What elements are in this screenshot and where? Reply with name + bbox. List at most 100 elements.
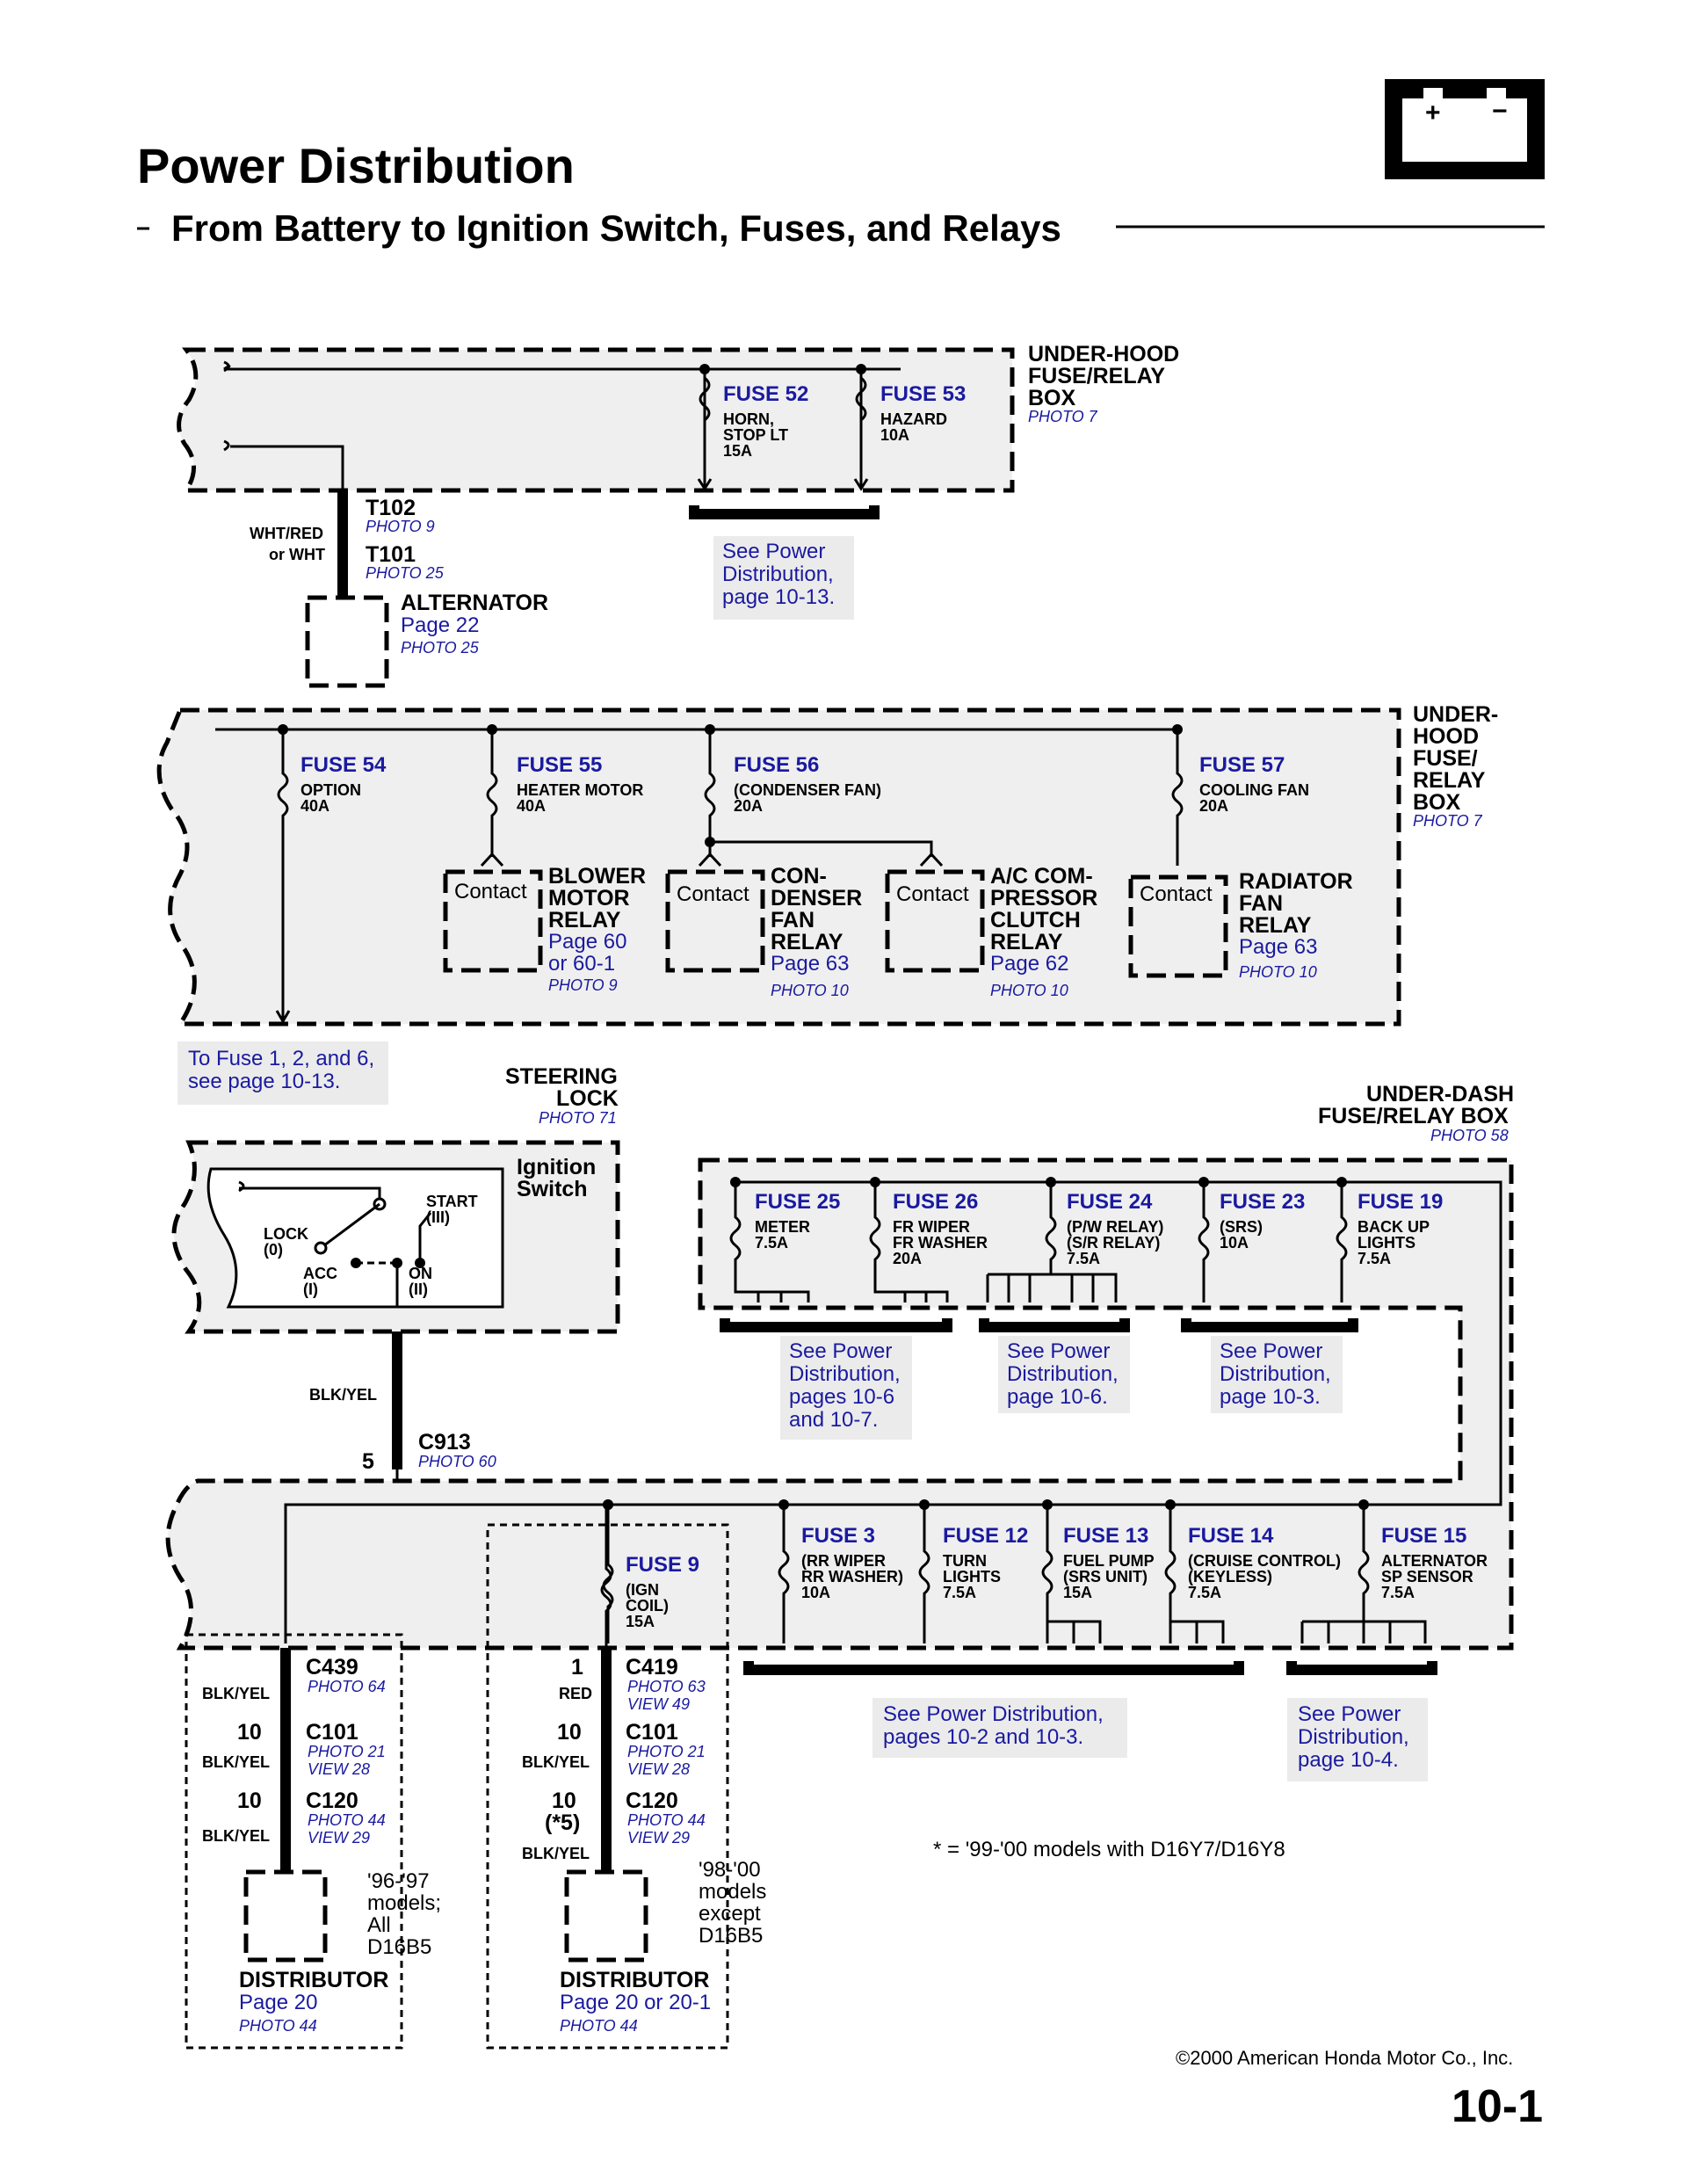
alt-wire-2: or WHT [269,546,325,563]
ac-photo: PHOTO 10 [990,982,1068,999]
blower-page-1: Page 60 [548,930,627,954]
blower-name-1: BLOWER [548,864,647,889]
ud-note2-2: Distribution, [1007,1362,1119,1386]
fuse24-desc-2: (S/R RELAY) [1067,1234,1161,1252]
t101-photo: PHOTO 25 [366,564,444,582]
ac-name-3: CLUTCH [990,908,1081,932]
uh2-note-2: see page 10-13. [188,1070,341,1093]
ud-note5-2: Distribution, [1298,1725,1409,1749]
under-hood-box-1 [177,347,1015,493]
condenser-photo: PHOTO 10 [771,982,849,999]
fuse19-desc-3: 7.5A [1358,1250,1392,1267]
left-c120-label: C120 [306,1789,358,1813]
left-distributor-page: Page 20 [239,1991,318,2014]
right-c101-photo-2: VIEW 28 [627,1760,691,1778]
uh2-name-5: BOX [1413,790,1461,815]
fuse26-desc-2: FR WASHER [893,1234,988,1252]
fuse19-desc-2: LIGHTS [1358,1234,1415,1252]
fuse53-desc-1: HAZARD [880,410,947,428]
radiator-name-1: RADIATOR [1239,869,1353,894]
fuse14-desc-1: (CRUISE CONTROL) [1188,1552,1341,1570]
fuse26-desc-3: 20A [893,1250,923,1267]
blower-relay-contact [443,869,543,973]
right-c101-pin: 10 [557,1720,582,1745]
left-distributor-box [243,1869,328,1963]
fuse19-label: FUSE 19 [1358,1190,1444,1214]
right-models-4: D16B5 [699,1924,764,1948]
c439-label: C439 [306,1655,358,1680]
left-models-2: models; [367,1891,442,1915]
ud-note1-2: Distribution, [789,1362,901,1386]
ac-name-1: A/C COM- [990,864,1093,889]
right-distributor-box [564,1869,648,1963]
ud-photo: PHOTO 58 [1430,1127,1509,1144]
uh1-name-3: BOX [1028,386,1076,410]
uh2-name-2: HOOD [1413,724,1479,749]
t102-photo: PHOTO 9 [366,518,435,535]
condenser-name-3: FAN [771,908,815,932]
ud-name-2: FUSE/RELAY BOX [1318,1104,1509,1128]
ud-note1-3: pages 10-6 [789,1385,895,1409]
uh1-name-2: FUSE/RELAY [1028,364,1166,388]
fuse14-desc-3: 7.5A [1188,1584,1222,1601]
fuse3-desc-2: RR WASHER) [801,1568,903,1585]
pos-acc-2: (I) [303,1281,318,1298]
condenser-name-1: CON- [771,864,827,889]
ud-note3-1: See Power [1220,1339,1323,1363]
fuse54-desc-1: OPTION [300,781,362,799]
fuse56-label: FUSE 56 [734,753,820,777]
ud-note3-3: page 10-3. [1220,1385,1321,1409]
right-c101-photo-1: PHOTO 21 [627,1743,706,1760]
left-wire-1: BLK/YEL [202,1685,271,1702]
left-c101-label: C101 [306,1720,358,1745]
left-c101-photo-1: PHOTO 21 [308,1743,386,1760]
fuse56-desc-1: (CONDENSER FAN) [734,781,882,799]
fuse14-label: FUSE 14 [1188,1524,1274,1548]
fuse9-desc-1: (IGN [626,1581,659,1599]
fuse13-desc-3: 15A [1063,1584,1093,1601]
left-distributor-area [185,1633,403,2050]
radiator-relay-contact [1128,874,1228,978]
c913-label: C913 [418,1430,471,1455]
pos-start-2: (III) [426,1208,450,1226]
fuse57-desc-1: COOLING FAN [1199,781,1309,799]
alternator-photo: PHOTO 25 [401,639,479,657]
c419-label: C419 [626,1655,678,1680]
c913-pin: 5 [362,1449,374,1474]
ud-note1-1: See Power [789,1339,893,1363]
c913-photo: PHOTO 60 [418,1453,496,1470]
uh1-photo: PHOTO 7 [1028,408,1097,425]
blower-photo: PHOTO 9 [548,976,618,994]
blower-name-2: MOTOR [548,886,630,911]
fuse12-desc-3: 7.5A [943,1584,977,1601]
fuse3-desc-3: 10A [801,1584,831,1601]
right-wire-1: BLK/YEL [522,1753,590,1771]
page-title: Power Distribution [137,138,575,193]
fuse57-desc-2: 20A [1199,797,1229,815]
pos-lock-2: (0) [264,1241,283,1259]
left-models-1: '96-'97 [367,1869,430,1893]
uh1-name-1: UNDER-HOOD [1028,342,1180,366]
c913-wire: BLK/YEL [309,1386,378,1404]
blower-name-3: RELAY [548,908,621,932]
fuse53-symbol [855,376,867,422]
ac-relay-contact [885,869,985,973]
fuse57-label: FUSE 57 [1199,753,1285,777]
right-distributor-photo: PHOTO 44 [560,2017,638,2035]
uh2-note-1: To Fuse 1, 2, and 6, [188,1047,375,1070]
fuse23-desc-2: 10A [1220,1234,1249,1252]
right-c120-photo-2: VIEW 29 [627,1829,691,1847]
steering-name-1: STEERING [505,1064,618,1089]
fuse25-label: FUSE 25 [755,1190,841,1214]
ud-note1-4: and 10-7. [789,1408,879,1432]
right-c120-pin-alt: (*5) [545,1810,581,1835]
ud-note2-3: page 10-6. [1007,1385,1108,1409]
fuse54-label: FUSE 54 [300,753,387,777]
fuse53-desc-2: 10A [880,426,910,444]
fuse52-symbol [699,376,711,422]
t101-label: T101 [366,542,416,567]
left-c120-pin: 10 [237,1789,262,1813]
ud-note4-2: pages 10-2 and 10-3. [883,1725,1084,1749]
right-c120-photo-1: PHOTO 44 [627,1811,706,1829]
